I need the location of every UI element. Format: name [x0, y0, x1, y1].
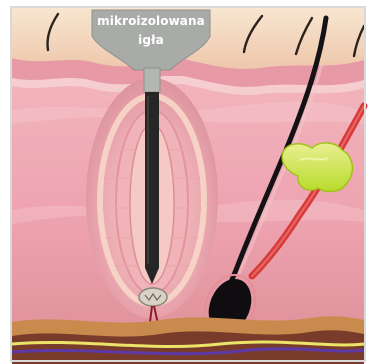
- sebaceous-gland-highlight: [300, 158, 328, 160]
- needle-shaft: [145, 92, 159, 284]
- needle-collar: [144, 68, 160, 92]
- needle-label-line-1: mikroizolowana: [92, 12, 210, 31]
- follicle-bulb: [139, 288, 167, 306]
- needle-label-line-2: igła: [92, 31, 210, 50]
- needle-label: mikroizolowana igła: [92, 12, 210, 50]
